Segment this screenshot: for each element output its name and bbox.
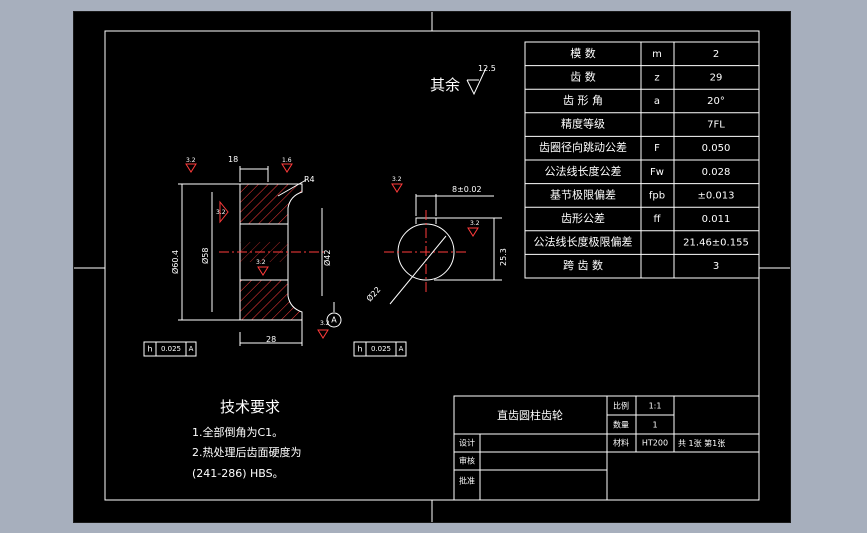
gear-section-view: 18 R4 Ø60.4 Ø58 Ø42 28 3.2 3.2 1.6 3.2 3… (170, 155, 342, 346)
param-name: 齿形公差 (561, 211, 605, 225)
svg-text:0.025: 0.025 (371, 345, 391, 353)
param-value: 2 (713, 49, 719, 60)
param-value: 20° (707, 96, 725, 107)
param-name: 齿 数 (570, 70, 596, 83)
param-value: 29 (710, 72, 723, 83)
gear-end-view: 8±0.02 25.3 Ø22 3.2 3.2 (364, 176, 508, 305)
param-value: 0.028 (702, 167, 731, 178)
svg-text:批准: 批准 (459, 476, 475, 486)
param-value: 21.46±0.155 (683, 238, 749, 249)
svg-text:3.2: 3.2 (320, 320, 330, 327)
title-block: 直齿圆柱齿轮 比例 1:1 数量 1 材料 HT200 共 1张 第1张 设计 … (453, 395, 760, 501)
param-name: 模 数 (570, 47, 596, 60)
tolerance-frame-1: h 0.025 A (143, 341, 197, 357)
param-name: 齿圈径向跳动公差 (539, 140, 627, 154)
svg-text:共 1张 第1张: 共 1张 第1张 (678, 438, 725, 448)
param-name: 跨 齿 数 (563, 259, 603, 272)
svg-text:h: h (147, 345, 152, 354)
drawing-sheet: 其余 12.5 模 数 m 2 齿 数 z 29 齿 形 角 a 20° 精度等级 7FL 齿圈径向跳… (73, 11, 791, 523)
svg-text:3.2: 3.2 (470, 220, 480, 227)
svg-text:A: A (399, 345, 404, 353)
param-value: ±0.013 (697, 190, 734, 201)
param-value: 0.011 (702, 214, 731, 225)
svg-text:1:1: 1:1 (649, 402, 662, 411)
svg-text:材料: 材料 (613, 438, 629, 448)
param-value: 7FL (707, 120, 725, 131)
technical-requirements: 技术要求 1.全部倒角为C1。 2.热处理后齿面硬度为 (241-286) HB… (192, 398, 302, 480)
param-name: 精度等级 (561, 117, 605, 131)
svg-text:25.3: 25.3 (499, 248, 508, 266)
svg-text:比例: 比例 (613, 401, 629, 411)
svg-text:1.全部倒角为C1。: 1.全部倒角为C1。 (192, 425, 283, 439)
svg-text:12.5: 12.5 (478, 64, 496, 73)
svg-text:其余: 其余 (430, 76, 460, 94)
svg-text:h: h (357, 345, 362, 354)
svg-text:3.2: 3.2 (216, 209, 226, 216)
param-symbol: a (654, 96, 660, 107)
svg-text:1.6: 1.6 (282, 157, 292, 164)
param-symbol: Fw (650, 167, 664, 178)
drawing-canvas: 其余 12.5 模 数 m 2 齿 数 z 29 齿 形 角 a 20° 精度等级 7FL 齿圈径向跳… (74, 12, 790, 522)
svg-text:2.热处理后齿面硬度为: 2.热处理后齿面硬度为 (192, 445, 302, 459)
svg-text:设计: 设计 (459, 438, 475, 448)
tolerance-frame-2: h 0.025 A (353, 341, 407, 357)
svg-text:审核: 审核 (459, 456, 475, 466)
param-symbol: F (654, 143, 660, 154)
svg-text:数量: 数量 (613, 420, 629, 430)
param-symbol: m (652, 49, 662, 60)
param-name: 公法线长度极限偏差 (534, 235, 633, 249)
param-value: 0.050 (702, 143, 731, 154)
svg-text:HT200: HT200 (642, 439, 668, 448)
gear-parameter-table: 模 数 m 2 齿 数 z 29 齿 形 角 a 20° 精度等级 7FL 齿圈径向跳动公差 F 0.05… (524, 41, 760, 279)
param-name: 基节极限偏差 (550, 187, 616, 201)
svg-text:Ø22: Ø22 (364, 284, 382, 303)
svg-text:18: 18 (228, 155, 238, 164)
svg-text:R4: R4 (304, 175, 315, 184)
svg-text:8±0.02: 8±0.02 (452, 185, 482, 194)
svg-text:3.2: 3.2 (256, 259, 266, 266)
svg-text:Ø42: Ø42 (322, 250, 332, 266)
svg-text:3.2: 3.2 (186, 157, 196, 164)
param-symbol: fpb (649, 190, 665, 201)
svg-text:技术要求: 技术要求 (220, 398, 280, 416)
param-name: 齿 形 角 (563, 94, 603, 107)
svg-text:A: A (331, 316, 337, 325)
param-symbol: z (654, 72, 659, 83)
svg-text:3.2: 3.2 (392, 176, 402, 183)
svg-text:28: 28 (266, 335, 276, 344)
svg-text:A: A (189, 345, 194, 353)
param-name: 公法线长度公差 (545, 164, 622, 178)
svg-text:Ø58: Ø58 (200, 248, 210, 264)
param-value: 3 (713, 261, 719, 272)
param-symbol: ff (654, 214, 662, 225)
svg-text:(241-286) HBS。: (241-286) HBS。 (192, 467, 284, 480)
svg-text:0.025: 0.025 (161, 345, 181, 353)
svg-text:直齿圆柱齿轮: 直齿圆柱齿轮 (497, 408, 563, 422)
svg-text:Ø60.4: Ø60.4 (170, 250, 180, 274)
surface-note: 其余 12.5 (430, 64, 496, 96)
svg-text:1: 1 (652, 421, 657, 430)
